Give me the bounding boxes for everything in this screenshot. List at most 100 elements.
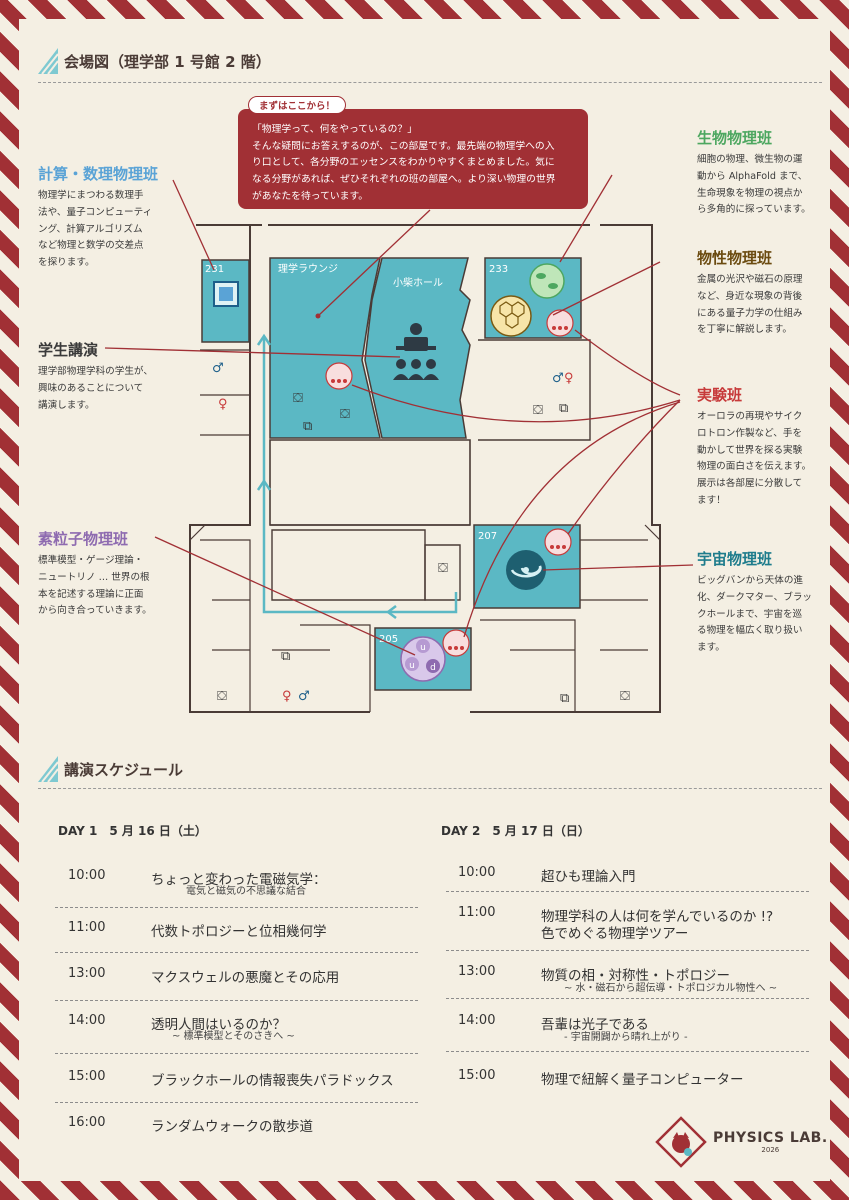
group-desc-line: 法や、量子コンピューティ	[38, 206, 153, 218]
galaxy-icon	[506, 550, 546, 590]
row-title: ちょっと変わった電磁気学：	[151, 872, 327, 888]
restroom-icon: ♀	[218, 397, 228, 412]
callout-line: があなたを待っています。	[252, 190, 369, 202]
experiment-badge-icon	[325, 309, 574, 657]
group-desc-line: 標準模型・ゲージ理論・	[38, 555, 144, 566]
elevator-icon: ⧉	[303, 419, 312, 434]
restroom-icon: ♂	[552, 371, 564, 386]
row-subtitle: ~ 標準模型とそのさきへ ~	[172, 1031, 295, 1042]
group-desc-line: など物理と数学の交差点	[38, 240, 144, 252]
intro-callout: 「物理学って、何をやっているの？」 そんな疑問にお答えするのが、この部屋です。最…	[238, 109, 588, 209]
stripe-mark-icon	[38, 756, 58, 782]
group-desc-line: ング、計算アルゴリズム	[38, 223, 143, 235]
callout-line: 「物理学って、何をやっているの？」	[252, 124, 418, 135]
row-time: 16:00	[68, 1115, 106, 1130]
group-desc-line: ます。	[697, 642, 725, 654]
stairs-icon: ⛋	[340, 407, 350, 422]
row-title: ブラックホールの情報喪失パラドックス	[151, 1073, 394, 1089]
group-desc-line: 講演します。	[38, 399, 95, 411]
callout-line: なる分野があれば、ぜひそれぞれの班の部屋へ。より深い物理の世界	[252, 173, 556, 185]
group-desc-line: を丁寧に解説します。	[697, 324, 792, 336]
stairs-icon: ⛋	[293, 391, 303, 406]
group-particle: 素粒子物理班 標準模型・ゲージ理論・ ニュートリノ … 世界の根 本を記述する理…	[38, 528, 188, 620]
group-title: 計算・数理物理班	[38, 165, 159, 183]
quark-label: u	[409, 661, 415, 671]
group-title: 物性物理班	[697, 249, 773, 267]
row-divider	[55, 907, 418, 908]
room-label-231: 231	[205, 264, 224, 275]
row-title: 物質の相・対称性・トポロジー	[541, 968, 730, 984]
row-time: 14:00	[458, 1013, 496, 1028]
group-title: 学生講演	[38, 341, 99, 359]
row-time: 15:00	[68, 1069, 106, 1084]
day1-title: DAY 1 5 月 16 日（土）	[58, 824, 207, 838]
group-desc-line: など、身近な現象の背後	[697, 290, 803, 302]
proton-icon: u u d	[400, 636, 446, 682]
row-time: 10:00	[68, 868, 106, 883]
restroom-icon: ♂	[298, 689, 310, 704]
group-desc-line: る物理を幅広く取り扱い	[697, 625, 803, 637]
group-desc-line: オーロラの再現やサイク	[697, 411, 803, 422]
row-subtitle: 電気と磁気の不思議な結合	[186, 886, 306, 897]
callout-line: そんな疑問にお答えするのが、この部屋です。最先端の物理学への入	[252, 140, 555, 152]
group-title: 素粒子物理班	[38, 530, 129, 548]
group-desc-line: ビッグバンから天体の進	[697, 575, 804, 586]
row-time: 15:00	[458, 1068, 496, 1083]
map-section-heading: 会場図（理学部 1 号館 2 階）	[38, 48, 271, 74]
group-desc-line: ら多角的に探っています。	[697, 204, 811, 216]
physics-lab-logo: PHYSICS LAB. 2026	[655, 1116, 828, 1168]
group-desc-line: 本を記述する理論に正面	[38, 588, 144, 600]
group-title: 生物物理班	[697, 129, 773, 147]
schedule-section-title: 講演スケジュール	[64, 760, 183, 779]
stairs-icon: ⛋	[533, 403, 543, 418]
restroom-icon: ♀	[564, 371, 574, 386]
logo-year: 2026	[761, 1146, 780, 1154]
row-subtitle: - 宇宙開闢から晴れ上がり -	[564, 1032, 688, 1043]
group-lecture: 学生講演 理学部物理学科の学生が、 興味のあることについて 講演します。	[38, 339, 188, 414]
quark-label: d	[430, 663, 436, 673]
group-desc-line: にある量子力学の仕組み	[697, 307, 803, 319]
stairs-icon: ⛋	[620, 689, 630, 704]
schedule-section-heading: 講演スケジュール	[38, 756, 183, 782]
group-desc-line: 動から AlphaFold まで、	[697, 170, 808, 182]
group-desc-line: 金属の光沢や磁石の原理	[697, 274, 803, 285]
row-subtitle: ~ 水・磁石から超伝導・トポロジカル物性へ ~	[564, 983, 778, 994]
row-divider	[446, 891, 809, 892]
row-title: 物理で紐解く量子コンピューター	[541, 1072, 744, 1088]
stripe-mark-icon	[38, 48, 58, 74]
row-title-line2: 色でめぐる物理学ツアー	[541, 926, 689, 942]
group-desc-line: から向き合っていきます。	[38, 605, 152, 617]
room-label-233: 233	[489, 264, 508, 275]
restroom-icon: ♂	[212, 361, 224, 376]
row-divider	[446, 998, 809, 999]
elevator-icon: ⧉	[281, 649, 290, 664]
group-exp: 実験班 オーロラの再現やサイク ロトロン作製など、手を 動かして世界を探る実験 …	[697, 384, 827, 510]
tour-route	[256, 333, 458, 619]
elevator-icon: ⧉	[560, 691, 569, 706]
room-label-207: 207	[478, 531, 497, 542]
cell-icon	[529, 263, 565, 299]
row-divider	[55, 1102, 418, 1103]
row-title: 超ひも理論入門	[541, 869, 636, 885]
row-title: 物理学科の人は何を学んでいるのか !?	[541, 909, 774, 925]
row-divider	[446, 950, 809, 951]
row-title: マクスウェルの悪魔とその応用	[151, 970, 340, 986]
row-title: 透明人間はいるのか？	[151, 1017, 286, 1033]
logo-name: PHYSICS LAB.	[713, 1130, 828, 1146]
row-time: 11:00	[68, 920, 106, 935]
group-desc-line: クホールまで、宇宙を巡	[697, 608, 803, 620]
stairs-icon: ⛋	[438, 561, 448, 576]
group-compute: 計算・数理物理班 物理学にまつわる数理手 法や、量子コンピューティ ング、計算ア…	[38, 163, 188, 272]
row-time: 10:00	[458, 865, 496, 880]
restroom-icon: ♀	[282, 689, 292, 704]
row-time: 14:00	[68, 1013, 106, 1028]
callout-line: り口として、各分野のエッセンスをわかりやすくまとめました。気に	[252, 157, 555, 169]
row-time: 13:00	[458, 964, 496, 979]
group-desc-line: 細胞の物理、微生物の運	[697, 154, 803, 165]
row-time: 13:00	[68, 966, 106, 981]
crystal-lattice-icon	[490, 295, 532, 337]
group-bio: 生物物理班 細胞の物理、微生物の運 動から AlphaFold まで、 生命現象…	[697, 127, 827, 219]
elevator-icon: ⧉	[559, 401, 568, 416]
row-title: 吾輩は光子である	[541, 1017, 649, 1033]
room-label-hall: 小柴ホール	[393, 276, 443, 289]
